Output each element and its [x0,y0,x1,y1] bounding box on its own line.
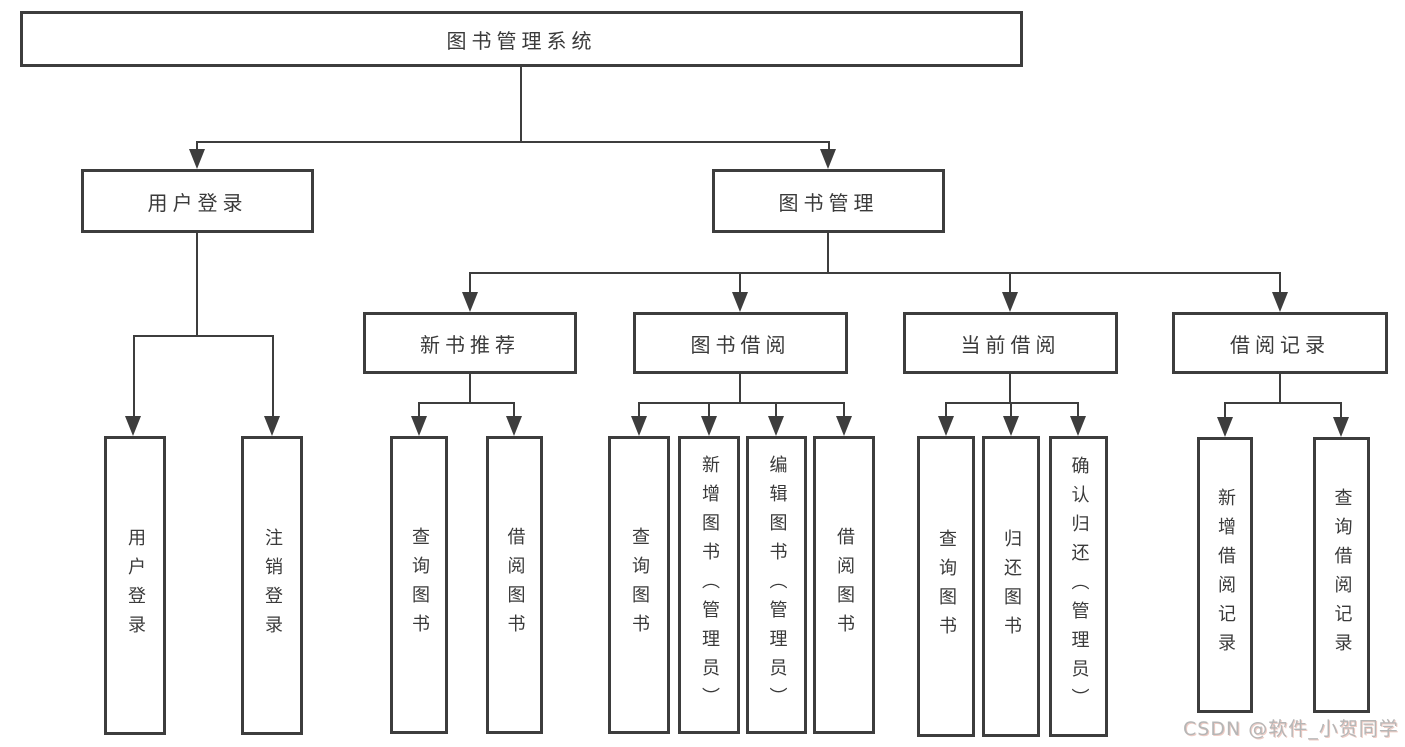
node-user-login-label: 用户登录 [147,190,248,215]
leaf-query-books-2-label: 查询图书 [629,527,650,643]
connector [1225,402,1342,404]
leaf-logout: 注销登录 [241,436,303,735]
connector [828,141,830,153]
connector [1340,402,1342,418]
arrowhead [631,416,647,436]
arrowhead [701,416,717,436]
leaf-logout-label: 注销登录 [262,527,283,644]
leaf-add-books-admin-label: 新增图书（管理员） [699,454,720,716]
leaf-query-books-1-label: 查询图书 [409,527,430,643]
arrowhead [768,416,784,436]
node-root: 图书管理系统 [20,11,1023,67]
arrowhead [836,416,852,436]
connector [827,233,829,272]
leaf-query-books-3-label: 查询图书 [936,528,957,645]
leaf-add-borrow-record-label: 新增借阅记录 [1215,488,1236,662]
arrowhead [506,416,522,436]
connector [469,374,471,402]
connector [197,141,830,143]
arrowhead [1272,292,1288,312]
leaf-return-books: 归还图书 [982,436,1040,737]
connector [739,272,741,294]
leaf-query-borrow-record-label: 查询借阅记录 [1331,488,1353,662]
leaf-return-books-label: 归还图书 [1001,528,1022,645]
arrowhead [732,292,748,312]
connector [638,402,640,418]
arrowhead [938,416,954,436]
node-borrow-record-label: 借阅记录 [1230,332,1330,357]
arrowhead [264,416,280,436]
node-new-book-recommend: 新书推荐 [363,312,577,374]
node-current-borrow-label: 当前借阅 [960,332,1061,357]
connector [272,335,274,418]
connector [1077,402,1079,418]
node-user-login: 用户登录 [81,169,314,233]
connector [1009,272,1011,294]
connector [945,402,947,418]
arrowhead [1002,292,1018,312]
connector [1009,374,1011,402]
connector [843,402,845,418]
node-book-borrow: 图书借阅 [633,312,848,374]
leaf-edit-books-admin: 编辑图书（管理员） [746,436,807,734]
arrowhead [1333,417,1349,437]
leaf-user-login: 用户登录 [104,436,166,735]
connector [1224,402,1226,418]
arrowhead [820,149,836,169]
connector [513,402,515,418]
arrowhead [189,149,205,169]
node-book-management: 图书管理 [712,169,945,233]
node-book-borrow-label: 图书借阅 [690,332,791,357]
connector [1010,402,1012,418]
leaf-edit-books-admin-label: 编辑图书（管理员） [766,454,788,716]
leaf-query-borrow-record: 查询借阅记录 [1313,437,1370,713]
connector [196,233,198,335]
connector [470,272,1281,274]
connector [418,402,420,418]
connector [775,402,777,418]
connector [196,141,198,153]
connector [639,402,845,404]
node-borrow-record: 借阅记录 [1172,312,1388,374]
leaf-borrow-books-1-label: 借阅图书 [504,527,526,643]
watermark: CSDN @软件_小贺同学 [1183,718,1399,740]
node-new-book-recommend-label: 新书推荐 [420,332,520,357]
leaf-query-books-1: 查询图书 [390,436,448,734]
connector [946,402,1079,404]
connector [708,402,710,418]
connector [134,335,273,337]
connector [419,402,515,404]
node-current-borrow: 当前借阅 [903,312,1118,374]
arrowhead [411,416,427,436]
arrowhead [125,416,141,436]
connector [739,374,741,402]
leaf-add-borrow-record: 新增借阅记录 [1197,437,1253,713]
arrowhead [1217,417,1233,437]
connector [1279,374,1281,402]
leaf-add-books-admin: 新增图书（管理员） [678,436,740,734]
node-book-management-label: 图书管理 [778,190,879,215]
connector [520,67,522,141]
connector [1279,272,1281,294]
leaf-confirm-return-admin-label: 确认归还（管理员） [1068,456,1090,717]
node-root-label: 图书管理系统 [446,28,597,53]
leaf-query-books-3: 查询图书 [917,436,975,737]
leaf-user-login-label: 用户登录 [125,527,146,644]
leaf-borrow-books-2-label: 借阅图书 [834,527,855,643]
leaf-borrow-books-2: 借阅图书 [813,436,875,734]
arrowhead [1070,416,1086,436]
arrowhead [462,292,478,312]
leaf-query-books-2: 查询图书 [608,436,670,734]
connector [133,335,135,418]
connector [469,272,471,294]
leaf-borrow-books-1: 借阅图书 [486,436,543,734]
leaf-confirm-return-admin: 确认归还（管理员） [1049,436,1108,737]
arrowhead [1003,416,1019,436]
